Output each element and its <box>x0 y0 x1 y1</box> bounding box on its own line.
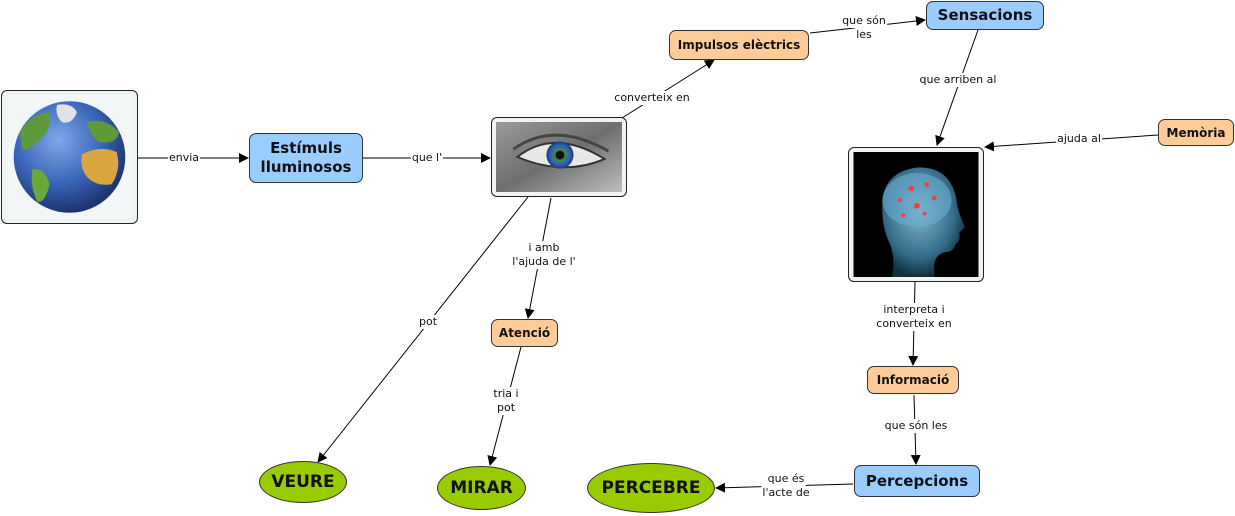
link-label-interpreta-2: converteix en <box>875 317 953 331</box>
concept-label: Memòria <box>1166 125 1226 140</box>
brain-node[interactable] <box>848 147 984 282</box>
concept-label: MIRAR <box>450 478 513 498</box>
concept-label: VEURE <box>271 472 335 492</box>
eye-icon <box>496 122 622 192</box>
concept-informacio[interactable]: Informació <box>867 366 959 394</box>
link-label-que-es-2: l'acte de <box>761 486 811 500</box>
concept-label: Sensacions <box>937 6 1033 24</box>
concept-label: Percepcions <box>865 471 969 490</box>
concept-impulsos-electrics[interactable]: Impulsos elèctrics <box>669 30 809 60</box>
link-label-pot: pot <box>417 315 439 329</box>
earth-node[interactable] <box>1 90 138 224</box>
link-label-interpreta-1: interpreta i <box>882 303 946 317</box>
concept-estimuls-lluminosos[interactable]: Estímuls lluminosos <box>249 133 363 183</box>
concept-label: Atenció <box>498 326 551 340</box>
link-converteix <box>621 59 715 119</box>
concept-atencio[interactable]: Atenció <box>491 319 558 347</box>
concept-veure[interactable]: VEURE <box>259 461 347 503</box>
concept-mirar[interactable]: MIRAR <box>437 466 526 510</box>
link-label-que-arriben-al: que arriben al <box>918 73 998 87</box>
concept-label: Informació <box>876 373 950 387</box>
link-que-arriben <box>935 29 979 146</box>
brain-head-icon <box>853 152 979 277</box>
link-label-que-es-1: que és <box>766 472 806 486</box>
eye-node[interactable] <box>491 117 627 197</box>
link-label-tria-2: pot <box>495 401 517 415</box>
link-label-ajuda-al: ajuda al <box>1056 132 1102 146</box>
link-label-converteix-en: converteix en <box>613 91 691 105</box>
link-pot <box>317 196 529 463</box>
link-label-que-son-les: que són les <box>883 419 949 433</box>
concept-label: lluminosos <box>260 158 352 176</box>
link-label-envia: envia <box>167 151 201 165</box>
concept-label: PERCEBRE <box>601 478 701 498</box>
concept-percebre[interactable]: PERCEBRE <box>587 463 715 513</box>
link-label-que-son-les-2: les <box>855 28 873 42</box>
concept-label: Estímuls <box>270 139 342 157</box>
earth-globe-icon <box>7 95 132 219</box>
link-label-i-amb-2: l'ajuda de l' <box>511 255 577 269</box>
concept-memoria[interactable]: Memòria <box>1158 119 1234 146</box>
concept-label: Impulsos elèctrics <box>677 38 801 52</box>
link-label-i-amb-1: i amb <box>527 241 561 255</box>
link-label-que-son-les-1: que són <box>841 14 887 28</box>
link-label-que-l: que l' <box>410 151 444 165</box>
concept-percepcions[interactable]: Percepcions <box>854 465 980 497</box>
link-label-tria-1: tria i <box>492 387 520 401</box>
concept-sensacions[interactable]: Sensacions <box>926 1 1044 30</box>
